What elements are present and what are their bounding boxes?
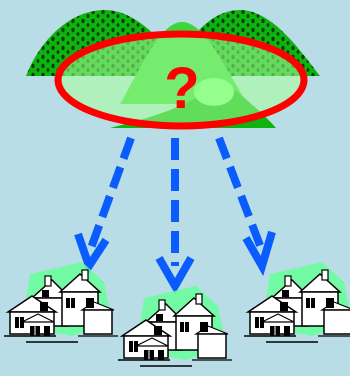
house-left-icon (4, 262, 118, 342)
question-mark-label: ? (164, 56, 199, 121)
arrow-to-house-center (159, 138, 191, 286)
arrow-to-house-left (78, 138, 131, 266)
house-center-icon (118, 286, 232, 366)
arrow-to-house-right (219, 138, 272, 266)
house-right-icon (244, 262, 350, 342)
